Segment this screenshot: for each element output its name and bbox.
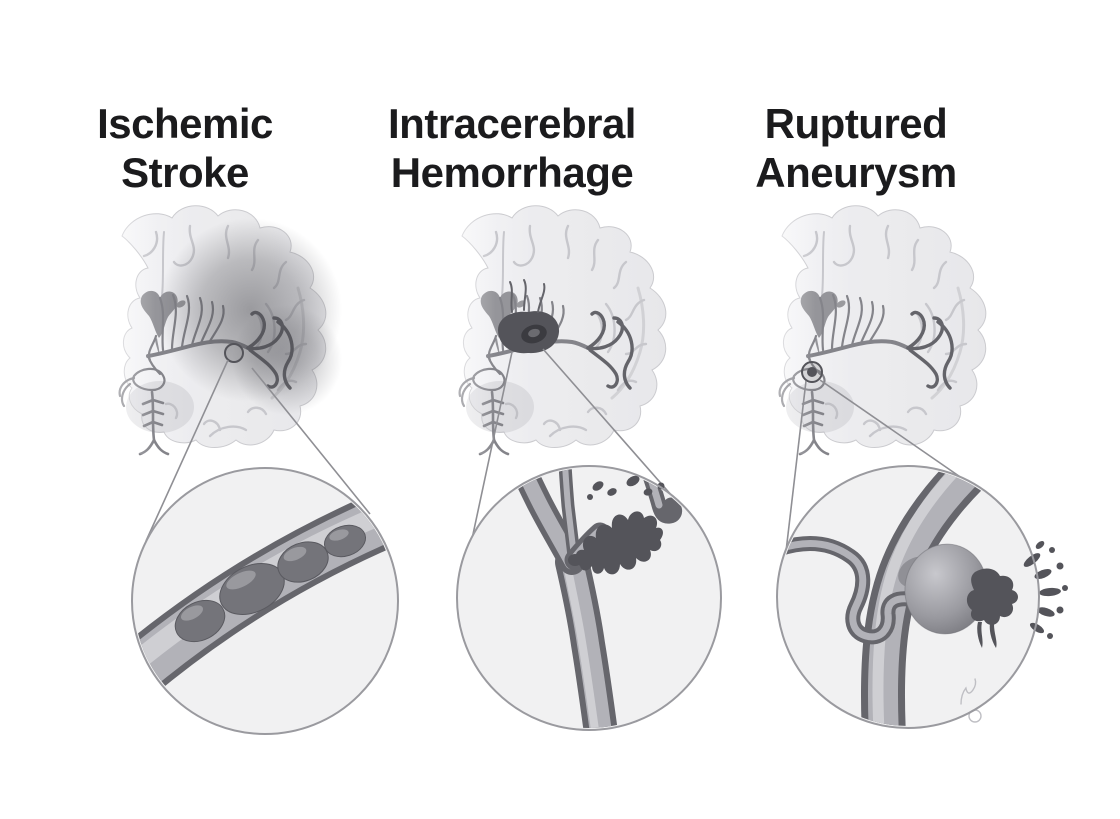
magnifier-ring (131, 467, 399, 735)
zoom-indicator-line (542, 348, 681, 506)
blood-splatter (575, 511, 663, 575)
title-line: Intracerebral (388, 100, 636, 147)
title-line: Ischemic (97, 100, 273, 147)
title-line: Hemorrhage (390, 149, 634, 196)
hemorrhage-blob (498, 279, 560, 354)
zoom-indicator-line (145, 359, 229, 542)
blood-spray-droplets (1023, 541, 1068, 639)
title-line: Aneurysm (755, 149, 957, 196)
panel-ischemic-stroke (58, 190, 399, 735)
panel-ruptured-aneurysm (718, 190, 1068, 729)
title-line: Stroke (121, 149, 249, 196)
magnifier-ring (456, 465, 722, 731)
magnified-inset-hemorrhage (456, 465, 722, 731)
panel-title-ruptured-aneurysm: Ruptured Aneurysm (691, 99, 1021, 197)
aneurysm-dot (807, 367, 817, 377)
clot-site-marker (224, 343, 244, 363)
zoom-indicator-line (819, 379, 983, 493)
panel-title-ischemic-stroke: Ischemic Stroke (20, 99, 350, 197)
panel-title-intracerebral-hemorrhage: Intracerebral Hemorrhage (347, 99, 677, 197)
brain-illustration (58, 190, 342, 456)
brain-illustration (718, 190, 988, 456)
ischemic-shading (232, 305, 342, 415)
artist-signature (960, 678, 977, 705)
brain-illustration (398, 190, 668, 456)
blood-clots (174, 524, 367, 643)
zoom-indicator-line (782, 380, 807, 578)
blood-splatter (568, 554, 582, 566)
title-line: Ruptured (764, 100, 948, 147)
tortuous-branch-vessel (779, 536, 923, 645)
zoom-indicator-line (251, 367, 371, 515)
magnified-inset-aneurysm (776, 465, 1068, 729)
magnifier-ring (776, 465, 1040, 729)
magnified-inset-clot (131, 467, 399, 735)
zoom-indicator-line (465, 351, 513, 568)
panel-intracerebral-hemorrhage (398, 190, 722, 731)
rupture-bleed (966, 568, 1018, 648)
